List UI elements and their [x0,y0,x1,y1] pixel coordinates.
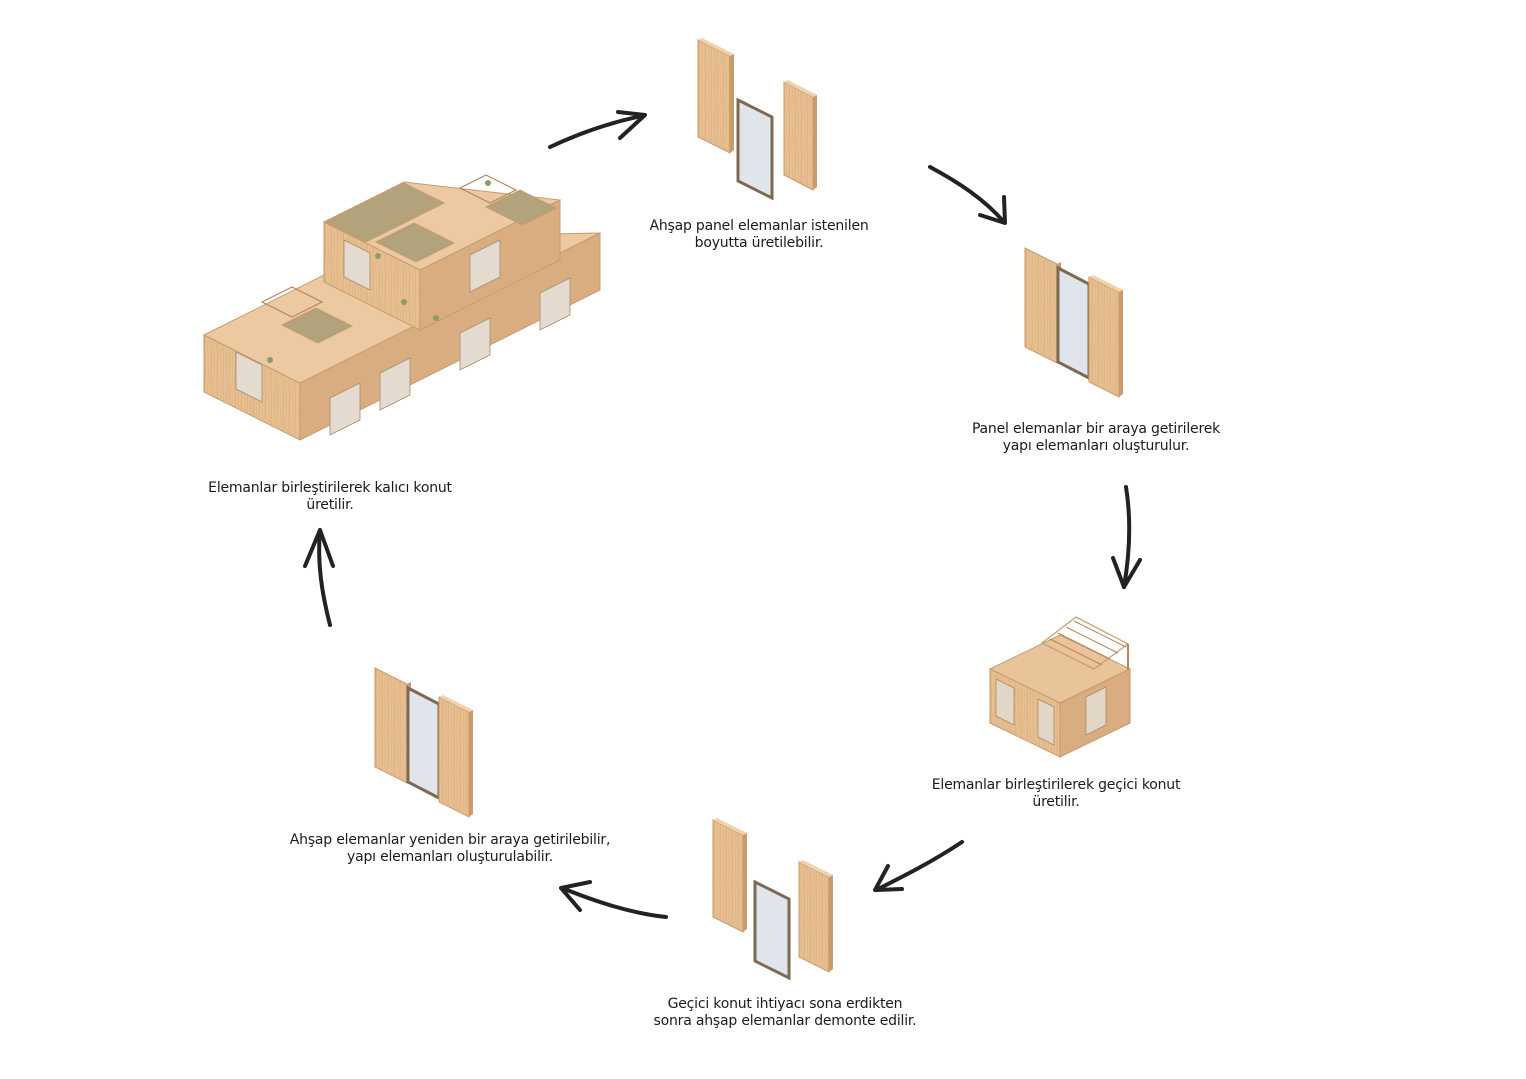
permanent-house-icon [202,174,601,441]
cycle-arrow-6 [303,528,335,627]
caption-temporary-house: Elemanlar birleştirilerek geçici konut ü… [931,777,1181,810]
cycle-arrow-3 [1111,485,1142,589]
caption-permanent-house: Elemanlar birleştirilerek kalıcı konut ü… [208,480,452,513]
caption-dismantle: Geçici konut ihtiyacı sona erdikten sonr… [653,996,917,1029]
temporary-house-icon [988,616,1132,758]
wood-panels-icon [712,818,833,981]
caption-assembly: Panel elemanlar bir araya getirilerek ya… [971,421,1221,454]
wood-panels-icon [697,38,817,201]
caption-reassembly: Ahşap elemanlar yeniden bir araya getiri… [289,832,611,865]
cycle-arrow-1 [548,110,647,149]
cycle-arrow-4 [873,840,964,892]
cycle-arrow-2 [928,165,1007,225]
panel-assembly-icon [374,667,473,818]
caption-production: Ahşap panel elemanlar istenilen boyutta … [649,218,869,251]
panel-assembly-icon [1024,247,1123,398]
cycle-arrow-5 [559,880,668,919]
